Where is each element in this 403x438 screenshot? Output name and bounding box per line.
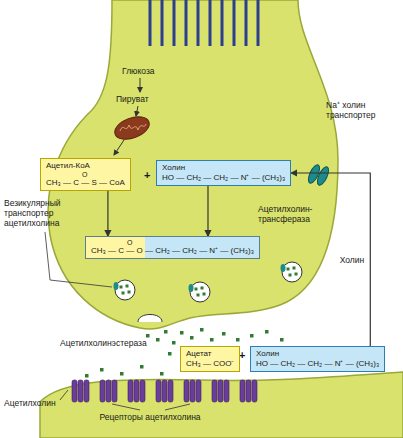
acetylcholine-molecule (146, 334, 150, 338)
receptor (156, 380, 173, 402)
receptor (72, 380, 89, 402)
transporter-label: Везикулярный транспортер ацетилхолина (4, 198, 84, 228)
acetylcholine-molecule (156, 338, 160, 342)
formula-text: HO — CH₂ — CH₂ — N⁺ — (CH₃)₃ (162, 173, 285, 183)
molecule-box: АцетатCH₃ — COO⁻ (180, 346, 240, 372)
reaction-arrow (207, 186, 208, 236)
acetylcholine-molecule (280, 338, 284, 342)
molecule-box: ХолинHO — CH₂ — CH₂ — N⁺ — (CH₃)₃ (250, 346, 385, 372)
formula-text: O (127, 239, 254, 246)
axon-filament (233, 0, 236, 46)
receptor (240, 380, 257, 402)
pathway-arrow (140, 78, 141, 92)
axon-filament (173, 0, 176, 46)
acetylcholine-molecule (140, 365, 144, 369)
axon-filament (221, 0, 224, 46)
receptor (100, 380, 117, 402)
molecule-box: OCH₃ — C — O — CH₂ — CH₂ — N⁺ — (CH₃)₃ (85, 236, 260, 259)
metabolite-label: Пируват (116, 94, 149, 104)
vesicle (114, 280, 136, 300)
formula-text: CH₃ — C — O — CH₂ — CH₂ — N⁺ — (CH₃)₃ (91, 246, 254, 256)
axon-filaments (150, 0, 258, 46)
receptor-leader (112, 404, 140, 410)
receptor (184, 380, 201, 402)
pathway-arrow (114, 140, 124, 155)
transporter-label: Na⁺ холин транспортер (326, 100, 398, 120)
acetylcholine-molecule (250, 334, 254, 338)
acetylcholine-molecule (168, 352, 172, 356)
acetylcholine-receptors (72, 380, 257, 402)
acetylcholine-molecule (180, 331, 184, 335)
reaction-arrow (291, 173, 370, 346)
molecule-name: Холин (162, 163, 285, 173)
axon-filament (149, 0, 152, 46)
axon-filament (257, 0, 260, 46)
choline-transporter (306, 163, 331, 187)
molecule-label: Ацетилхолин (4, 398, 56, 408)
plus-sign: + (144, 170, 150, 180)
acetylcholine-molecule (210, 338, 214, 342)
axon-filament (185, 0, 188, 46)
receptor (212, 380, 229, 402)
formula-text: HO — CH₂ — CH₂ — N⁺ — (CH₃)₃ (256, 359, 379, 369)
acetylcholine-molecule (120, 372, 124, 376)
reaction-arrow (107, 191, 108, 236)
edge-label: Холин (339, 255, 366, 265)
acetylcholine-molecule (85, 374, 89, 378)
acetylcholine-molecule (190, 336, 194, 340)
receptor-label: Рецепторы ацетилхолина (92, 412, 208, 422)
acetylcholine-molecule (200, 328, 204, 332)
vesicle (281, 262, 303, 282)
formula-text: CH₃ — C — S — CoA (46, 178, 125, 188)
formula-text: CH₃ — COO⁻ (186, 359, 234, 369)
metabolite-label: Глюкоза (122, 66, 155, 76)
molecule-name: Ацетат (186, 349, 234, 359)
vesicle (189, 282, 211, 302)
pathway-arrow (136, 106, 138, 116)
acetylcholine-molecule (172, 341, 176, 345)
molecule-name: Холин (256, 349, 379, 359)
mitochondrion (112, 112, 153, 143)
axon-filament (161, 0, 164, 46)
postsynaptic-membrane (40, 372, 403, 438)
formula-text: O (82, 171, 125, 178)
axon-filament (209, 0, 212, 46)
acetylcholine-leader (60, 390, 68, 400)
acetylcholine-molecule (100, 368, 104, 372)
acetylcholine-molecule (236, 338, 240, 342)
release-site (138, 315, 162, 323)
enzyme-label: Ацетилхолинэстераза (60, 338, 147, 348)
enzyme-label: Ацетилхолин-трансфераза (258, 204, 330, 224)
axon-filament (197, 0, 200, 46)
molecule-box: Ацетил-КоАOCH₃ — C — S — CoA (40, 158, 131, 191)
acetylcholine-molecule (265, 330, 269, 334)
axon-filament (245, 0, 248, 46)
vesicles (114, 262, 303, 302)
receptor (128, 380, 145, 402)
acetylcholine-molecule (164, 330, 168, 334)
acetylcholine-molecule (222, 332, 226, 336)
molecule-name: Ацетил-КоА (46, 161, 125, 171)
acetylcholine-molecule (160, 372, 164, 376)
molecule-box: ХолинHO — CH₂ — CH₂ — N⁺ — (CH₃)₃ (156, 160, 291, 186)
receptor-leader (165, 404, 190, 410)
